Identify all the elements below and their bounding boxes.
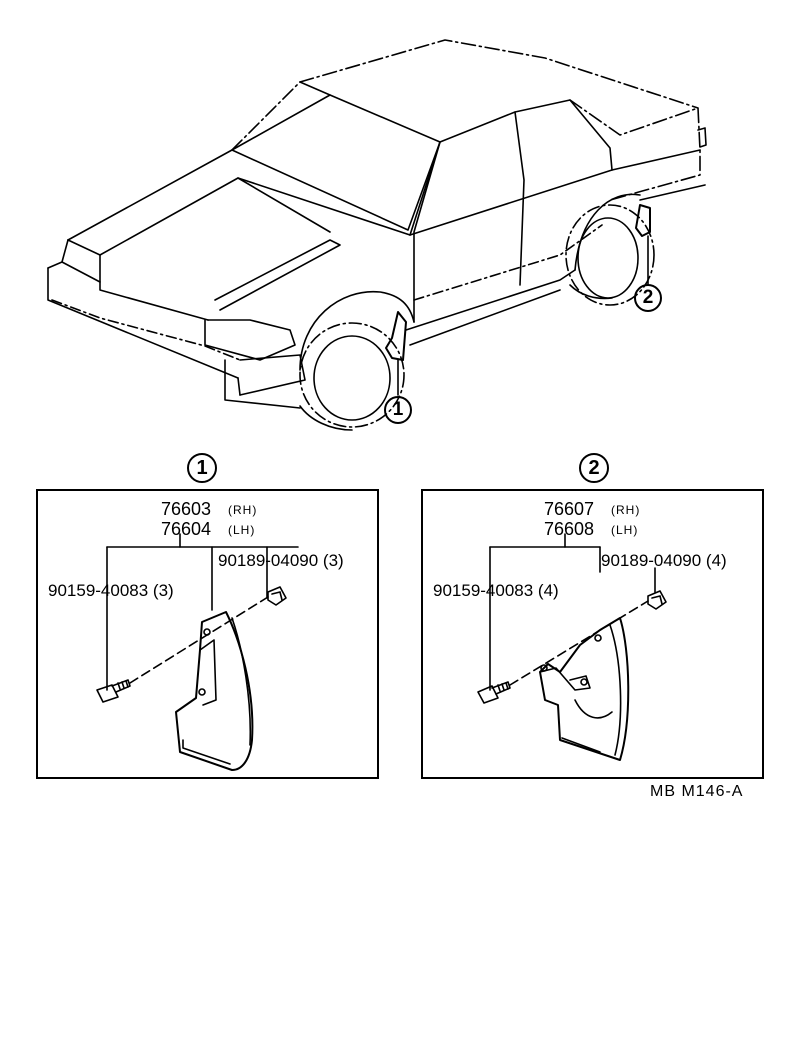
callout-2-car: 2 bbox=[634, 284, 662, 312]
screw-icon bbox=[477, 681, 511, 704]
panel2-parts bbox=[477, 533, 667, 761]
part-number-lh: 76604 bbox=[161, 519, 212, 539]
screw-part-number: 90159-40083 (4) bbox=[433, 581, 559, 600]
screw-icon bbox=[96, 679, 131, 703]
side-label-lh: (LH) bbox=[228, 523, 256, 537]
callout-1-car: 1 bbox=[384, 396, 412, 424]
screw-part-number: 90159-40083 (3) bbox=[48, 581, 174, 600]
nut-icon bbox=[647, 590, 667, 610]
car-illustration bbox=[47, 39, 707, 431]
side-label-rh: (RH) bbox=[228, 503, 258, 517]
nut-part-number: 90189-04090 (3) bbox=[218, 551, 344, 570]
mud-flap-1-icon bbox=[175, 611, 254, 771]
panel-2 bbox=[421, 489, 764, 779]
panel1-parts bbox=[96, 533, 299, 771]
mud-flap-2-icon bbox=[539, 617, 630, 761]
side-label-lh: (LH) bbox=[611, 523, 639, 537]
nut-part-number: 90189-04090 (4) bbox=[601, 551, 727, 570]
side-label-rh: (RH) bbox=[611, 503, 641, 517]
callout-1-panel: 1 bbox=[187, 453, 217, 483]
part-number-rh: 76603 bbox=[161, 499, 212, 519]
panel-1 bbox=[36, 489, 379, 779]
part-number-rh: 76607 bbox=[544, 499, 595, 519]
figure-reference: MB M146-A bbox=[650, 783, 744, 800]
nut-icon bbox=[267, 586, 287, 606]
callout-2-panel: 2 bbox=[579, 453, 609, 483]
part-number-lh: 76608 bbox=[544, 519, 595, 539]
